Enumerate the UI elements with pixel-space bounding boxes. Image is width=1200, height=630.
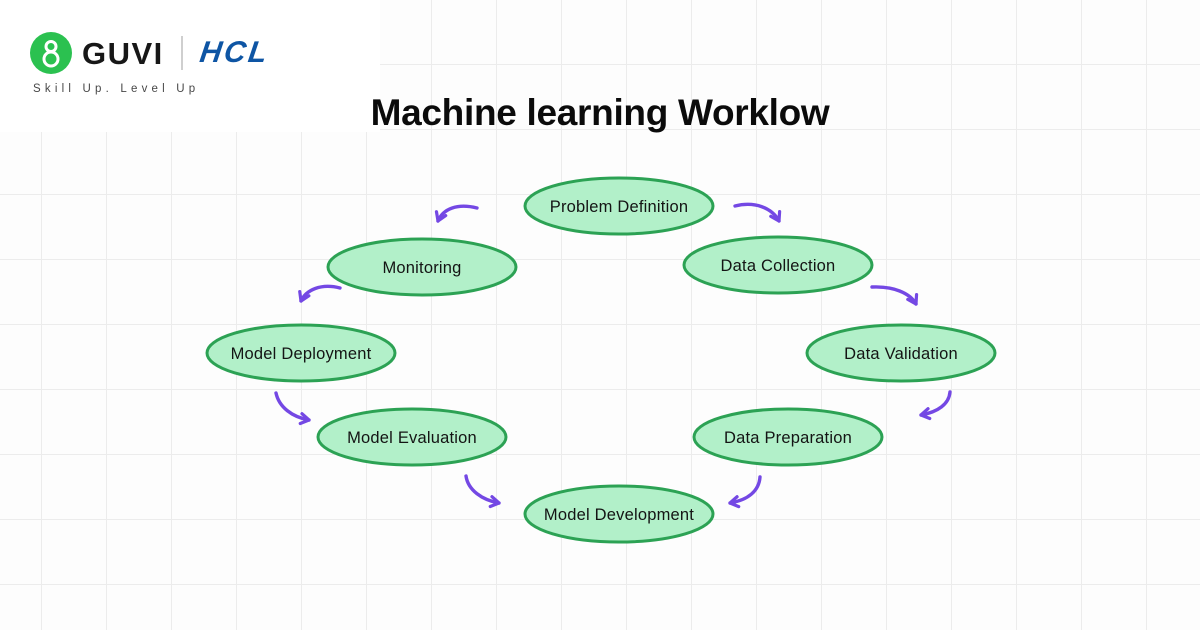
node-label: Model Evaluation: [347, 429, 477, 447]
node-label: Model Deployment: [231, 345, 372, 363]
node-data-collection: Data Collection: [682, 235, 874, 295]
brand-divider: [180, 36, 183, 70]
node-model-development: Model Development: [523, 484, 715, 544]
arrow-model-evaluation-to-model-development: [464, 474, 501, 509]
arrow-problem-definition-to-monitoring: [434, 204, 479, 223]
node-problem-definition: Problem Definition: [523, 176, 715, 236]
arrow-problem-definition-to-data-collection: [733, 202, 782, 223]
guvi-logo-icon: [30, 32, 72, 74]
node-label: Monitoring: [382, 259, 461, 277]
arrow-monitoring-to-model-deployment: [298, 284, 342, 303]
node-label: Data Preparation: [724, 429, 852, 447]
node-data-validation: Data Validation: [805, 323, 997, 383]
guvi-wordmark: GUVI: [82, 35, 164, 71]
node-label: Data Collection: [721, 257, 836, 275]
arrow-data-preparation-to-model-development: [728, 475, 762, 509]
brand-tagline: Skill Up. Level Up: [33, 83, 200, 95]
node-model-evaluation: Model Evaluation: [316, 407, 508, 467]
node-model-deployment: Model Deployment: [205, 323, 397, 383]
page-title: Machine learning Worklow: [370, 92, 830, 133]
node-label: Data Validation: [844, 345, 958, 363]
arrow-model-deployment-to-model-evaluation: [274, 391, 311, 426]
node-data-preparation: Data Preparation: [692, 407, 884, 467]
arrow-data-validation-to-data-preparation: [919, 390, 952, 421]
node-label: Model Development: [544, 506, 694, 524]
node-label: Problem Definition: [550, 198, 688, 216]
brand-block: GUVI HCL Skill Up. Level Up: [30, 32, 271, 95]
node-monitoring: Monitoring: [326, 237, 518, 297]
arrow-data-collection-to-data-validation: [870, 285, 919, 306]
